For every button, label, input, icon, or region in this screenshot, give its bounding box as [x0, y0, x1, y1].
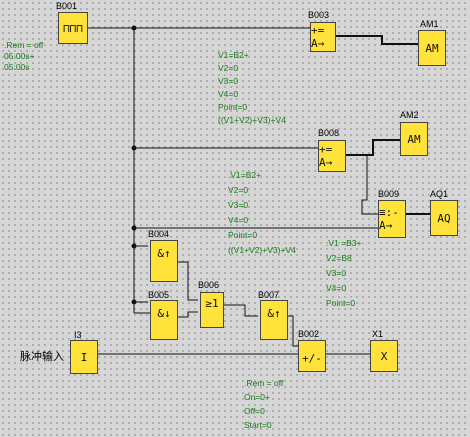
block-b004[interactable]: &↑: [150, 240, 178, 282]
param-b003-0: V1=B2+: [218, 50, 249, 60]
block-label-b002: B002: [298, 329, 320, 339]
block-am1[interactable]: AM: [418, 30, 446, 66]
block-label-b003: B003: [308, 10, 330, 20]
block-symbol-am2: AM: [407, 132, 421, 146]
param-b001-1: 05:00s+: [4, 51, 35, 61]
block-label-i3: I3: [74, 330, 82, 340]
param-b009-4: Point=0: [326, 298, 356, 308]
param-b003-1: V2=0: [218, 63, 239, 73]
param-b002-3: Start=0: [244, 420, 272, 430]
block-symbol-b007: &↑: [267, 307, 281, 320]
block-b003[interactable]: += A→: [310, 22, 336, 52]
block-symbol-x1: X: [380, 349, 388, 363]
block-label-am1: AM1: [420, 19, 439, 29]
param-b001-2: 05:00s: [4, 62, 30, 72]
params-b001: .Rem = off 05:00s+ 05:00s: [4, 40, 43, 73]
block-am2[interactable]: AM: [400, 122, 428, 156]
block-b001[interactable]: ⊓⊓⊓: [58, 12, 88, 44]
param-b008-0: .V1=B2+: [228, 170, 262, 180]
block-label-aq1: AQ1: [430, 189, 449, 199]
param-b009-1: V2=B8: [326, 253, 352, 263]
params-b002: .Rem = off On=0+ Off=0 Start=0: [244, 378, 283, 431]
params-b008: .V1=B2+ V2=0 V3=0 V4=0 Point=0 ((V1+V2)+…: [228, 170, 296, 256]
block-symbol-b003: += A→: [311, 24, 325, 50]
param-b003-3: V4=0: [218, 89, 239, 99]
block-i3[interactable]: I: [70, 340, 98, 374]
param-b009-0: .V1 =B3+: [326, 238, 362, 248]
param-b003-2: V3=0: [218, 76, 239, 86]
block-b002[interactable]: +/-: [298, 340, 326, 372]
block-label-b004: B004: [148, 229, 170, 239]
block-b006[interactable]: ≥1: [200, 292, 224, 328]
params-b003: V1=B2+ V2=0 V3=0 V4=0 Point=0 ((V1+V2)+V…: [218, 50, 286, 126]
block-symbol-aq1: AQ: [437, 211, 451, 225]
block-label-b001: B001: [56, 1, 78, 11]
block-label-am2: AM2: [400, 110, 419, 120]
block-symbol-i3: I: [80, 350, 88, 364]
params-b009: .V1 =B3+ V2=B8 V3=0 V4=0 Point=0: [326, 238, 361, 309]
param-b008-5: ((V1+V2)+V3)+V4: [228, 245, 296, 255]
block-label-b007: B007: [258, 290, 280, 300]
input-label: 脉冲输入: [20, 351, 64, 363]
block-x1[interactable]: X: [370, 340, 398, 372]
block-label-x1: X1: [372, 329, 384, 339]
block-symbol-b006: ≥1: [205, 297, 219, 310]
block-b007[interactable]: &↑: [260, 300, 288, 340]
param-b002-0: .Rem = off: [244, 378, 284, 388]
block-b005[interactable]: &↓: [150, 300, 178, 340]
param-b008-2: V3=0: [228, 200, 249, 210]
param-b009-2: V3=0: [326, 268, 347, 278]
param-b003-4: Point=0: [218, 102, 248, 112]
block-label-b008: B008: [318, 128, 340, 138]
param-b003-5: ((V1+V2)+V3)+V4: [218, 115, 286, 125]
param-b008-1: V2=0: [228, 185, 249, 195]
block-label-b009: B009: [378, 189, 400, 199]
param-b002-2: Off=0: [244, 406, 265, 416]
param-b008-4: Point=0: [228, 230, 258, 240]
block-label-b005: B005: [148, 290, 170, 300]
block-symbol-b005: &↓: [157, 307, 171, 320]
block-label-b006: B006: [198, 280, 220, 290]
block-b008[interactable]: += A→: [318, 140, 346, 172]
block-symbol-b001: ⊓⊓⊓: [63, 21, 83, 35]
block-symbol-b009: ≡:- A→: [379, 206, 399, 232]
block-aq1[interactable]: AQ: [430, 200, 458, 236]
param-b008-3: V4=0: [228, 215, 249, 225]
block-symbol-am1: AM: [425, 41, 439, 55]
block-b009[interactable]: ≡:- A→: [378, 200, 406, 238]
param-b001-0: .Rem = off: [4, 40, 44, 50]
block-symbol-b002: +/-: [302, 352, 322, 365]
block-symbol-b004: &↑: [157, 247, 171, 260]
param-b009-3: V4=0: [326, 283, 347, 293]
block-symbol-b008: += A→: [319, 143, 333, 169]
param-b002-1: On=0+: [244, 392, 270, 402]
